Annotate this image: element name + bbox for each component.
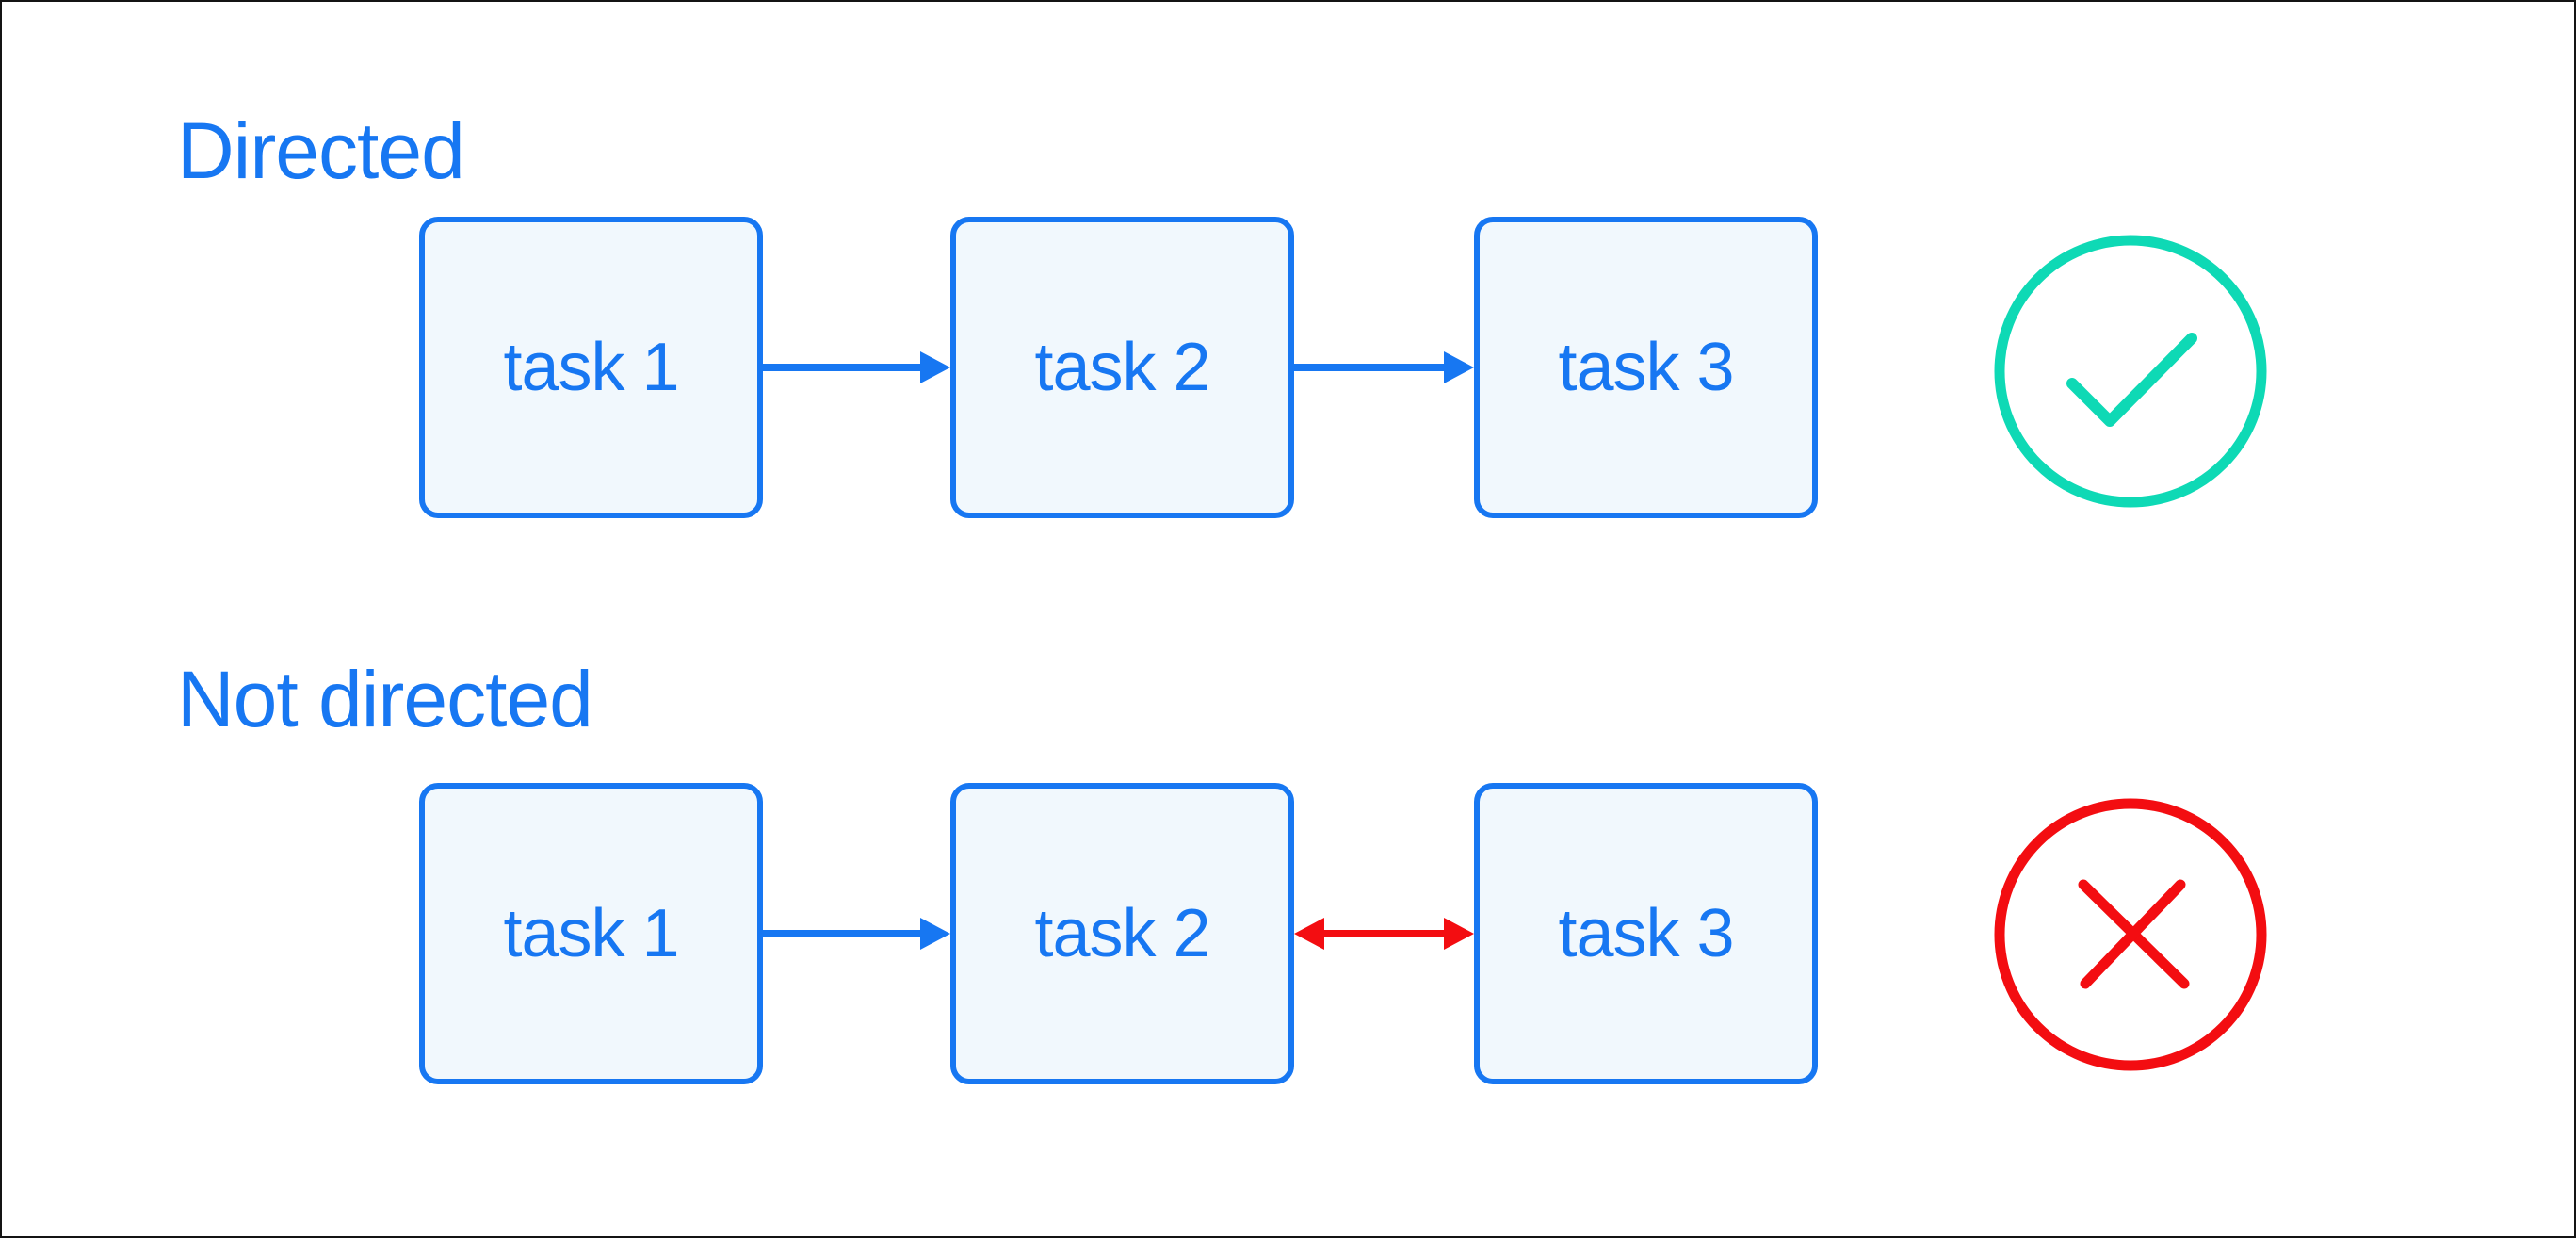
directed-edge-arrow — [763, 918, 950, 950]
section-title-not-directed: Not directed — [177, 655, 593, 743]
task-node-1: task 1 — [419, 783, 763, 1084]
directed-edge-arrow — [1294, 351, 1474, 383]
bidirectional-edge-arrow — [1294, 918, 1474, 950]
check-circle-icon — [1994, 235, 2267, 508]
task-node-label: task 3 — [1558, 330, 1734, 405]
task-node-3: task 3 — [1474, 783, 1818, 1084]
task-node-2: task 2 — [950, 783, 1294, 1084]
task-node-label: task 1 — [503, 896, 679, 971]
task-node-label: task 2 — [1034, 896, 1210, 971]
task-node-label: task 3 — [1558, 896, 1734, 971]
task-node-2: task 2 — [950, 217, 1294, 518]
task-node-3: task 3 — [1474, 217, 1818, 518]
task-node-1: task 1 — [419, 217, 763, 518]
section-title-directed: Directed — [177, 106, 465, 195]
task-node-label: task 1 — [503, 330, 679, 405]
cross-circle-icon — [1994, 798, 2267, 1071]
task-node-label: task 2 — [1034, 330, 1210, 405]
directed-edge-arrow — [763, 351, 950, 383]
